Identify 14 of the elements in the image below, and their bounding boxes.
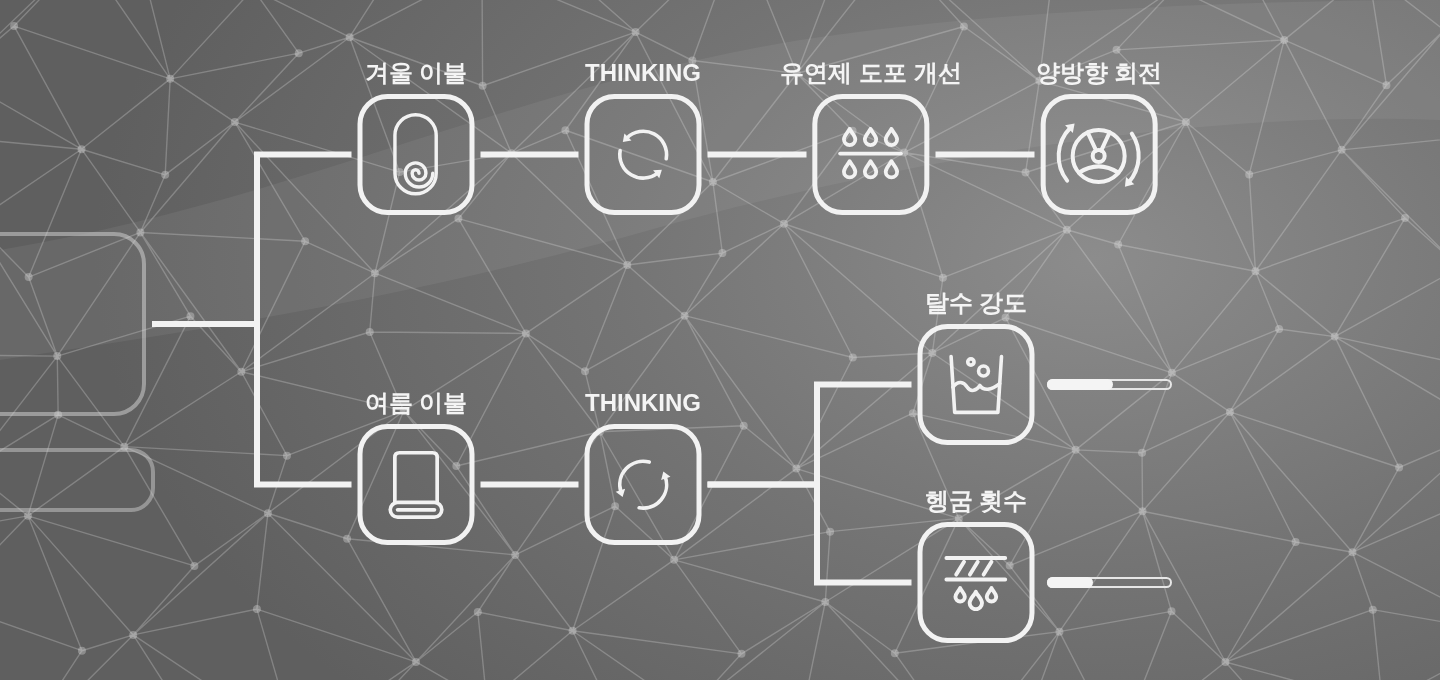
connector-line [480, 481, 579, 488]
connector-line [707, 481, 912, 586]
panel-outline [0, 232, 146, 416]
connector-line [480, 151, 579, 158]
feature-label: 양방향 회전 [1035, 58, 1163, 88]
feature-label: 헹굼 횟수 [924, 486, 1028, 516]
feature-label: THINKING [585, 388, 701, 418]
feature-label: 겨울 이불 [364, 58, 468, 88]
feature-label: 탈수 강도 [924, 288, 1028, 318]
feature-label: THINKING [585, 58, 701, 88]
feature-label: 여름 이불 [364, 388, 468, 418]
feature-label: 유연제 도포 개선 [780, 58, 962, 88]
connector-line [935, 151, 1035, 158]
connector-line [707, 151, 807, 158]
